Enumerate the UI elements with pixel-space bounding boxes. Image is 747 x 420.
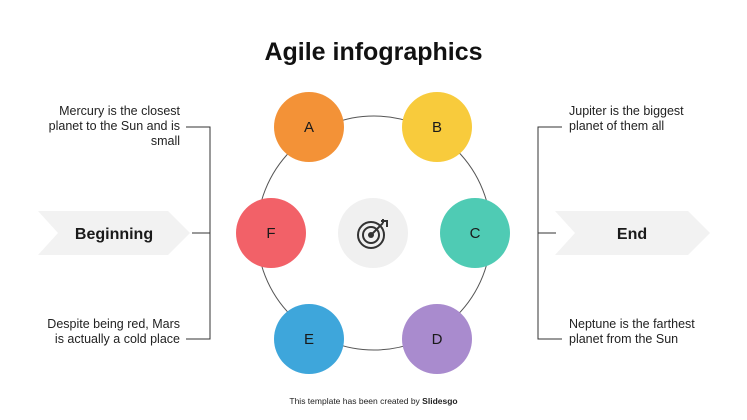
footer-prefix: This template has been created by <box>289 396 423 406</box>
node-f-circle <box>236 198 306 268</box>
node-a: A <box>274 92 344 162</box>
page-title: Agile infographics <box>264 38 483 66</box>
node-e-label: E <box>304 331 314 348</box>
end-arrow: End <box>555 211 710 255</box>
beginning-label: Beginning <box>75 226 153 243</box>
node-b-circle <box>402 92 472 162</box>
node-d: D <box>402 304 472 374</box>
node-c-circle <box>440 198 510 268</box>
node-b-label: B <box>432 119 442 136</box>
note-top-right: Jupiter is the biggest planet of them al… <box>569 104 684 133</box>
node-e: E <box>274 304 344 374</box>
node-a-circle <box>274 92 344 162</box>
node-d-circle <box>402 304 472 374</box>
note-bottom-left: Despite being red, Mars is actually a co… <box>47 317 180 346</box>
beginning-arrow: Beginning <box>38 211 190 255</box>
node-c: C <box>440 198 510 268</box>
node-b: B <box>402 92 472 162</box>
footer-brand: Slidesgo <box>422 396 458 406</box>
left-bracket-connector <box>186 126 211 340</box>
right-bracket-connector <box>537 126 562 340</box>
node-f: F <box>236 198 306 268</box>
target-icon <box>338 198 408 268</box>
footer-credit: This template has been created by Slides… <box>0 396 747 406</box>
note-top-left: Mercury is the closest planet to the Sun… <box>48 104 180 148</box>
node-c-label: C <box>470 225 481 242</box>
node-f-label: F <box>266 225 275 242</box>
node-d-label: D <box>432 331 443 348</box>
node-e-circle <box>274 304 344 374</box>
end-label: End <box>617 226 647 243</box>
note-bottom-right: Neptune is the farthest planet from the … <box>569 317 695 346</box>
node-a-label: A <box>304 119 314 136</box>
